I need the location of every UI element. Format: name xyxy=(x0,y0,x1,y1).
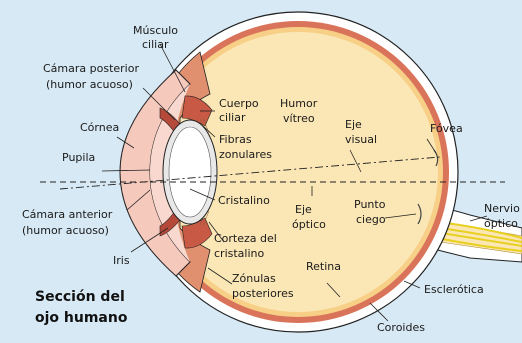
label-esclerotica: Esclerótica xyxy=(424,283,484,296)
label-retina: Retina xyxy=(306,260,341,273)
label-cornea: Córnea xyxy=(80,121,119,134)
label-iris: Iris xyxy=(113,254,130,267)
label-coroides: Coroides xyxy=(377,321,425,334)
lens xyxy=(169,127,211,217)
label-cristalino: Cristalino xyxy=(218,194,270,207)
label-pupila: Pupila xyxy=(62,151,95,164)
label-fovea: Fóvea xyxy=(430,122,463,135)
